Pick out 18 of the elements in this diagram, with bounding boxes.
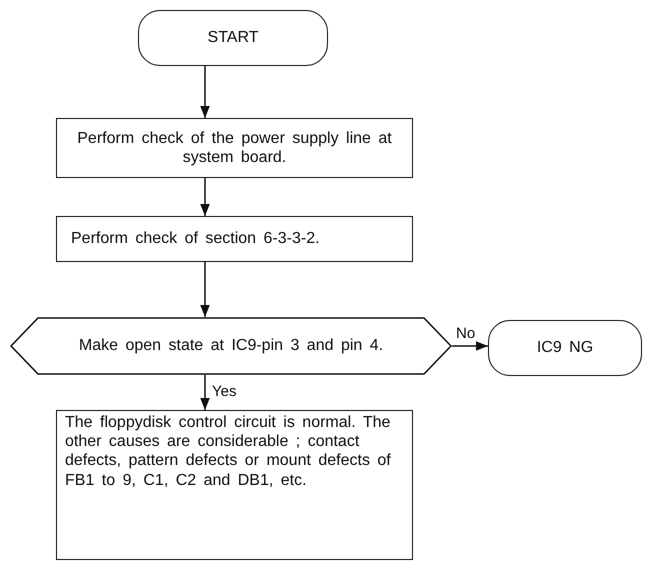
process-box	[56, 216, 413, 262]
node-text: Perform check of the power supply line at system board.	[76, 128, 393, 168]
arrow	[200, 262, 210, 317]
edge-label: No	[455, 326, 476, 341]
node-text: Perform check of section 6-3-3-2.	[71, 229, 320, 249]
arrow	[200, 66, 210, 118]
terminal-box	[488, 320, 642, 376]
process-box	[56, 410, 413, 560]
arrow	[452, 341, 488, 351]
edge-label: Yes	[211, 384, 238, 399]
node-text: Make open state at IC9-pin 3 and pin 4.	[78, 336, 384, 356]
arrow	[200, 375, 210, 410]
node-text: The floppydisk control circuit is normal. The other causes are considerable ; contact defects, pattern defects or mount defects of FB1 to 9, C1, C2 and DB1, etc.	[65, 413, 392, 490]
terminal-box	[138, 10, 328, 66]
node-text: IC9 NG	[536, 338, 594, 358]
arrow	[200, 178, 210, 216]
process-box	[56, 118, 413, 178]
node-text: START	[208, 28, 258, 48]
